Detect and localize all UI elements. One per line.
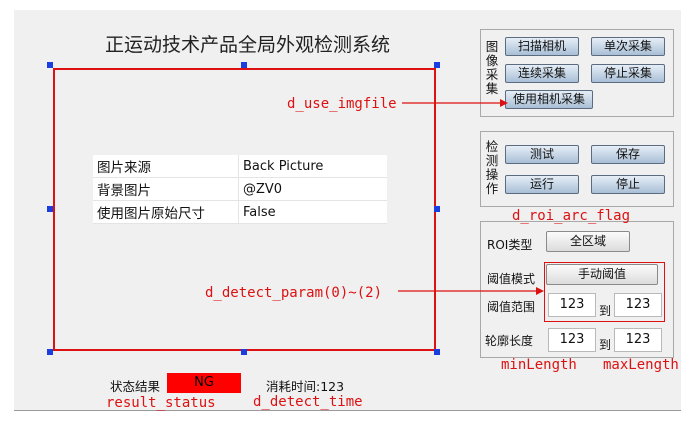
resize-handle-bottom-right[interactable] [434, 349, 440, 355]
time-value: 123 [320, 379, 345, 394]
run-button[interactable]: 运行 [505, 175, 579, 194]
property-row[interactable]: 图片来源 Back Picture [93, 155, 387, 178]
threshold-mode-label: 阈值模式 [487, 272, 536, 286]
contour-max-input[interactable]: 123 [614, 328, 662, 352]
status-badge: NG [167, 373, 241, 393]
resize-handle-top-right[interactable] [434, 62, 440, 68]
resize-handle-top-left[interactable] [47, 62, 53, 68]
detect-ops-group [480, 131, 674, 207]
stop-capture-button[interactable]: 停止采集 [591, 64, 665, 83]
resize-handle-bottom-left[interactable] [47, 349, 53, 355]
property-key: 背景图片 [93, 177, 239, 201]
annotation-use-imgfile: d_use_imgfile [287, 96, 397, 112]
use-camera-capture-button[interactable]: 使用相机采集 [505, 90, 593, 109]
annotation-detect-param: d_detect_param(0)~(2) [205, 285, 383, 301]
image-capture-label: 图像采集 [485, 39, 499, 96]
app-title: 正运动技术产品全局外观检测系统 [105, 34, 391, 56]
resize-handle-top[interactable] [241, 62, 247, 68]
time-label: 消耗时间:123 [266, 379, 345, 394]
scan-camera-button[interactable]: 扫描相机 [505, 37, 579, 56]
contour-min-input[interactable]: 123 [548, 328, 596, 352]
property-value[interactable]: @ZV0 [238, 177, 387, 201]
property-key: 使用图片原始尺寸 [93, 200, 239, 224]
annotation-result-status: result_status [106, 395, 216, 411]
single-capture-button[interactable]: 单次采集 [591, 37, 665, 56]
threshold-min-input[interactable]: 123 [548, 293, 596, 317]
threshold-range-label: 阈值范围 [487, 300, 536, 314]
annotation-min-length: minLength [501, 357, 577, 373]
test-button[interactable]: 测试 [505, 145, 579, 164]
threshold-to-label: 到 [599, 304, 612, 318]
continuous-capture-button[interactable]: 连续采集 [505, 64, 579, 83]
contour-to-label: 到 [599, 338, 612, 352]
annotation-arrow-detect-param [398, 287, 544, 295]
threshold-mode-button[interactable]: 手动阈值 [546, 264, 658, 285]
threshold-max-input[interactable]: 123 [614, 293, 662, 317]
param-highlight-box [544, 262, 665, 322]
roi-type-button[interactable]: 全区域 [546, 231, 630, 252]
property-row[interactable]: 使用图片原始尺寸 False [93, 200, 387, 224]
contour-length-label: 轮廓长度 [485, 334, 534, 348]
annotation-max-length: maxLength [603, 357, 679, 373]
property-grid: 图片来源 Back Picture 背景图片 @ZV0 使用图片原始尺寸 Fal… [93, 155, 387, 224]
property-key: 图片来源 [93, 155, 239, 178]
roi-type-label: ROI类型 [487, 238, 533, 252]
property-value[interactable]: Back Picture [238, 155, 387, 178]
annotation-detect-time: d_detect_time [253, 394, 363, 410]
detect-ops-label: 检测操作 [485, 139, 499, 196]
annotation-arrow-use-imgfile [402, 99, 508, 107]
status-label: 状态结果 [110, 379, 161, 394]
annotation-roi-arc-flag: d_roi_arc_flag [512, 208, 631, 224]
resize-handle-bottom[interactable] [241, 349, 247, 355]
resize-handle-left[interactable] [47, 206, 53, 212]
save-button[interactable]: 保存 [591, 145, 665, 164]
property-value[interactable]: False [238, 200, 387, 224]
resize-handle-right[interactable] [434, 206, 440, 212]
stop-button[interactable]: 停止 [591, 175, 665, 194]
property-row[interactable]: 背景图片 @ZV0 [93, 177, 387, 201]
